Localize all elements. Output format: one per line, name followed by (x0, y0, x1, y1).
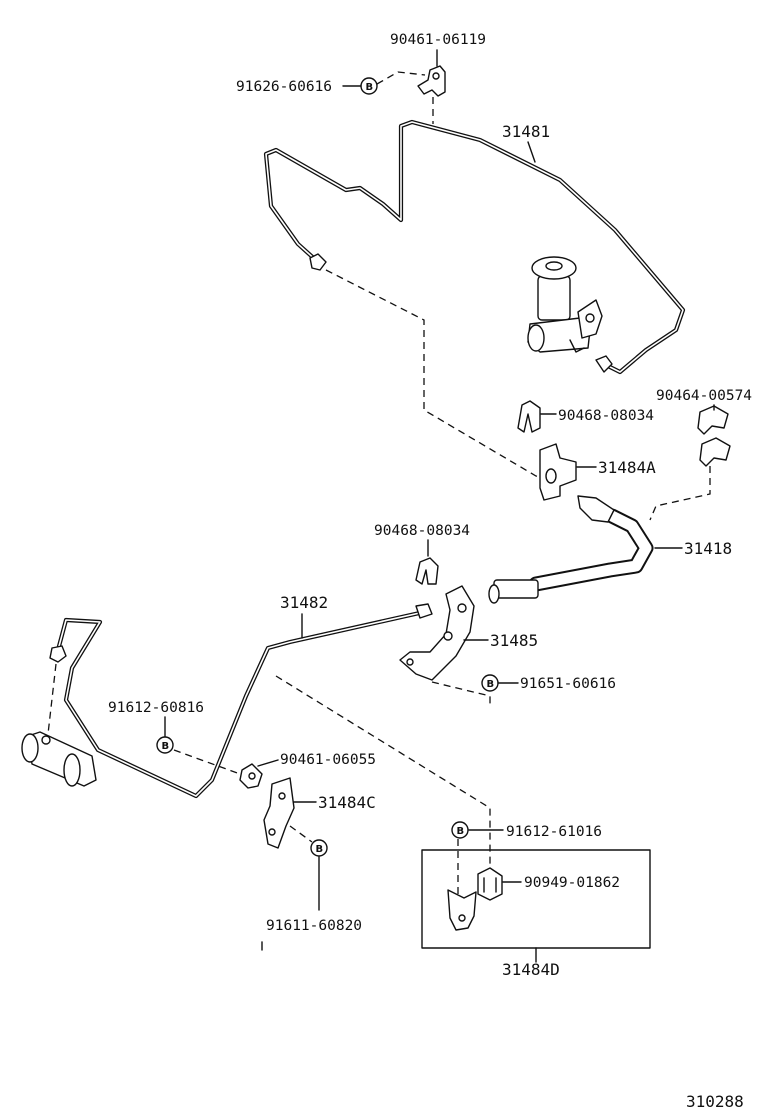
clamp-90949-01862[interactable] (477, 867, 503, 901)
label-31485: 31485 (490, 631, 538, 650)
clip-90464-00574[interactable] (697, 405, 731, 467)
dash-pipe-to-bracket-31484A (325, 269, 545, 479)
label-90461-06119: 90461-06119 (390, 32, 486, 48)
dash-bolt-to-clamp-90461-06055 (173, 749, 241, 775)
svg-text:B: B (316, 844, 324, 855)
bolt-badge-91611-60820[interactable]: B (310, 839, 328, 857)
svg-text:B: B (457, 826, 465, 837)
label-90949-01862: 90949-01862 (524, 875, 620, 891)
dash-pipe-to-release-cylinder (47, 663, 57, 735)
label-31484C: 31484C (318, 793, 376, 812)
bolt-badge-91612-61016[interactable]: B (451, 821, 469, 839)
clip-90468-08034-a[interactable] (517, 400, 541, 433)
label-91626-60616: 91626-60616 (236, 79, 332, 95)
label-31484A: 31484A (598, 458, 656, 477)
label-31418: 31418 (684, 539, 732, 558)
svg-text:B: B (162, 741, 170, 752)
label-91611-60820: 91611-60820 (266, 918, 362, 934)
figure-number: 310288 (686, 1092, 744, 1111)
flexible-hose-31418[interactable] (488, 495, 654, 604)
clutch-master-cylinder (527, 256, 603, 353)
bolt-badge-91626-60616[interactable]: B (360, 77, 378, 95)
leader-90461-06055 (257, 759, 279, 767)
clamp-90461-06119[interactable] (417, 65, 446, 97)
bolt-badge-91612-60816[interactable]: B (156, 736, 174, 754)
bracket-31484C[interactable] (263, 777, 295, 849)
dash-bracket-31485-to-bolt (431, 681, 491, 706)
label-31484D: 31484D (502, 960, 560, 979)
label-90468-08034-b: 90468-08034 (374, 523, 470, 539)
bolt-badge-91651-60616[interactable]: B (481, 674, 499, 692)
clip-90468-08034-b[interactable] (415, 557, 439, 585)
dash-clip-to-hose (649, 466, 711, 521)
label-91612-61016: 91612-61016 (506, 824, 602, 840)
clutch-pipe-31482[interactable] (49, 603, 433, 799)
clutch-pipe-31481[interactable] (263, 119, 686, 375)
label-90461-06055: 90461-06055 (280, 752, 376, 768)
label-90468-08034-a: 90468-08034 (558, 408, 654, 424)
svg-text:B: B (487, 679, 495, 690)
label-31482: 31482 (280, 593, 328, 612)
label-31481: 31481 (502, 122, 550, 141)
clutch-release-cylinder (21, 731, 97, 787)
dash-bracket-to-bolt-91611 (289, 825, 313, 843)
clamp-90461-06055[interactable] (239, 763, 263, 789)
label-90464-00574: 90464-00574 (656, 388, 752, 404)
dash-bolt-to-clamp-top (376, 71, 426, 85)
leader-31481 (527, 141, 536, 163)
label-91651-60616: 91651-60616 (520, 676, 616, 692)
svg-text:B: B (366, 82, 374, 93)
bracket-31484A[interactable] (539, 443, 577, 501)
label-91612-60816: 91612-60816 (108, 700, 204, 716)
bracket-31484D[interactable] (447, 889, 477, 931)
bracket-31485[interactable] (399, 585, 475, 681)
